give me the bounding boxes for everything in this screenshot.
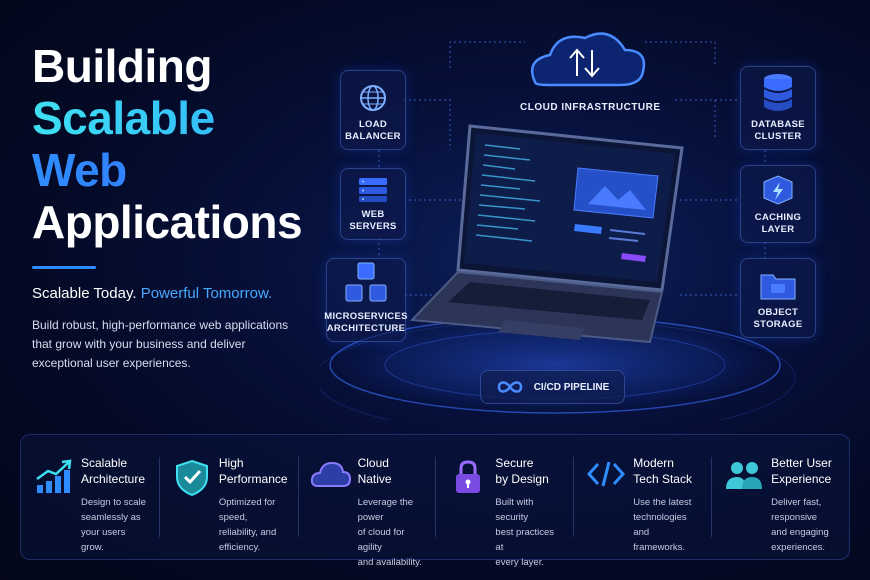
microservices-node: MICROSERVICES ARCHITECTURE <box>324 258 408 342</box>
feature-title-6b: Experience <box>771 472 832 486</box>
feature-title-3b: Native <box>357 472 392 486</box>
tagline-accent: Powerful Tomorrow. <box>140 285 273 302</box>
feature-title-4b: by Design <box>495 472 549 486</box>
feature-desc-2a: Optimized for speed, <box>218 497 276 523</box>
feature-desc-4c: every layer. <box>495 557 544 568</box>
load-balancer-label-1: LOAD <box>358 119 388 130</box>
users-icon <box>726 462 763 489</box>
feature-desc-3c: and availability. <box>357 557 422 568</box>
database-label-1: DATABASE <box>751 119 805 130</box>
feature-title-2a: High <box>218 456 244 470</box>
feature-title-4a: Secure <box>495 456 534 470</box>
feature-high-performance: High Performance Optimized for speed, re… <box>158 435 298 559</box>
microservices-label-1: MICROSERVICES <box>324 311 408 322</box>
infinity-icon <box>497 381 522 393</box>
feature-title-1b: Architecture <box>81 472 146 486</box>
feature-desc-4a: Built with security <box>495 497 534 523</box>
database-icon <box>764 74 792 111</box>
laptop-illustration <box>409 124 684 344</box>
feature-desc-4b: best practices at <box>495 527 555 553</box>
shield-check-icon <box>175 459 208 497</box>
chart-growth-icon <box>36 459 72 493</box>
features-panel: Scalable Architecture Design to scale se… <box>20 434 850 568</box>
architecture-diagram: CLOUD INFRASTRUCTURE LOAD BALANCER WEB S… <box>320 20 870 420</box>
feature-title-6a: Better User <box>771 456 832 470</box>
lock-icon <box>456 460 481 493</box>
cubes-icon <box>345 262 387 302</box>
feature-desc-1b: seamlessly as <box>81 512 141 523</box>
feature-modern-tech-stack: Modern Tech Stack Use the latest technol… <box>573 435 711 559</box>
feature-title-1a: Scalable <box>81 456 128 470</box>
web-servers-node: WEB SERVERS <box>340 168 406 240</box>
title-divider <box>32 266 96 269</box>
connection-lines <box>320 32 796 420</box>
feature-secure-by-design: Secure by Design Built with security bes… <box>435 435 573 568</box>
feature-desc-1c: your users grow. <box>81 527 126 553</box>
cloud-infrastructure-icon <box>530 32 646 87</box>
database-label-2: CLUSTER <box>754 131 802 142</box>
feature-title-3a: Cloud <box>357 456 389 470</box>
database-cluster-node: DATABASE CLUSTER <box>740 66 816 150</box>
feature-better-user-experience: Better User Experience Deliver fast, res… <box>711 435 849 559</box>
title-line-4: Applications <box>32 196 303 248</box>
feature-desc-6a: Deliver fast, responsive <box>771 497 822 523</box>
title-line-2: Scalable <box>32 92 332 144</box>
feature-desc-5a: Use the latest <box>633 497 692 508</box>
title-line-1: Building <box>32 40 212 92</box>
load-balancer-node: LOAD BALANCER <box>340 70 406 150</box>
title-line-3: Web <box>32 144 332 196</box>
cicd-pipeline-node: CI/CD PIPELINE <box>480 370 625 404</box>
feature-desc-2c: efficiency. <box>218 542 261 553</box>
load-balancer-label-2: BALANCER <box>345 131 401 142</box>
feature-scalable-architecture: Scalable Architecture Design to scale se… <box>21 435 159 559</box>
feature-desc-5c: frameworks. <box>633 542 686 553</box>
feature-desc-3b: of cloud for agility <box>357 527 405 553</box>
cloud-infrastructure-label: CLOUD INFRASTRUCTURE <box>520 102 661 113</box>
object-storage-node: OBJECT STORAGE <box>740 258 816 338</box>
code-icon <box>587 461 626 487</box>
storage-label-2: STORAGE <box>753 319 803 330</box>
web-servers-label-1: WEB <box>361 209 385 220</box>
tagline: Scalable Today. Powerful Tomorrow. <box>32 285 332 302</box>
cloud-icon <box>310 461 351 487</box>
microservices-label-2: ARCHITECTURE <box>326 323 406 334</box>
folder-icon <box>760 274 796 300</box>
globe-icon <box>360 85 386 111</box>
feature-desc-3a: Leverage the power <box>357 497 414 523</box>
hero-section: Building Scalable Web Applications Scala… <box>32 40 332 373</box>
feature-desc-2b: reliability, and <box>218 527 277 538</box>
hero-description: Build robust, high-performance web appli… <box>32 318 289 370</box>
storage-label-1: OBJECT <box>757 307 799 318</box>
caching-label-1: CACHING <box>754 212 802 223</box>
feature-title-5b: Tech Stack <box>633 472 692 486</box>
lightning-box-icon <box>763 175 793 205</box>
feature-title-5a: Modern <box>633 456 674 470</box>
web-servers-label-2: SERVERS <box>349 221 397 232</box>
caching-label-2: LAYER <box>761 224 795 235</box>
feature-desc-6b: and engaging <box>771 527 829 538</box>
feature-desc-1a: Design to scale <box>81 497 146 508</box>
feature-cloud-native: Cloud Native Leverage the power of cloud… <box>297 435 436 568</box>
feature-desc-5b: technologies and <box>633 512 687 538</box>
server-stack-icon <box>359 178 387 202</box>
cicd-pipeline-label: CI/CD PIPELINE <box>533 381 610 393</box>
caching-layer-node: CACHING LAYER <box>740 165 816 243</box>
tagline-main: Scalable Today. <box>32 285 137 302</box>
feature-desc-6c: experiences. <box>771 542 826 553</box>
feature-title-2b: Performance <box>218 472 288 486</box>
